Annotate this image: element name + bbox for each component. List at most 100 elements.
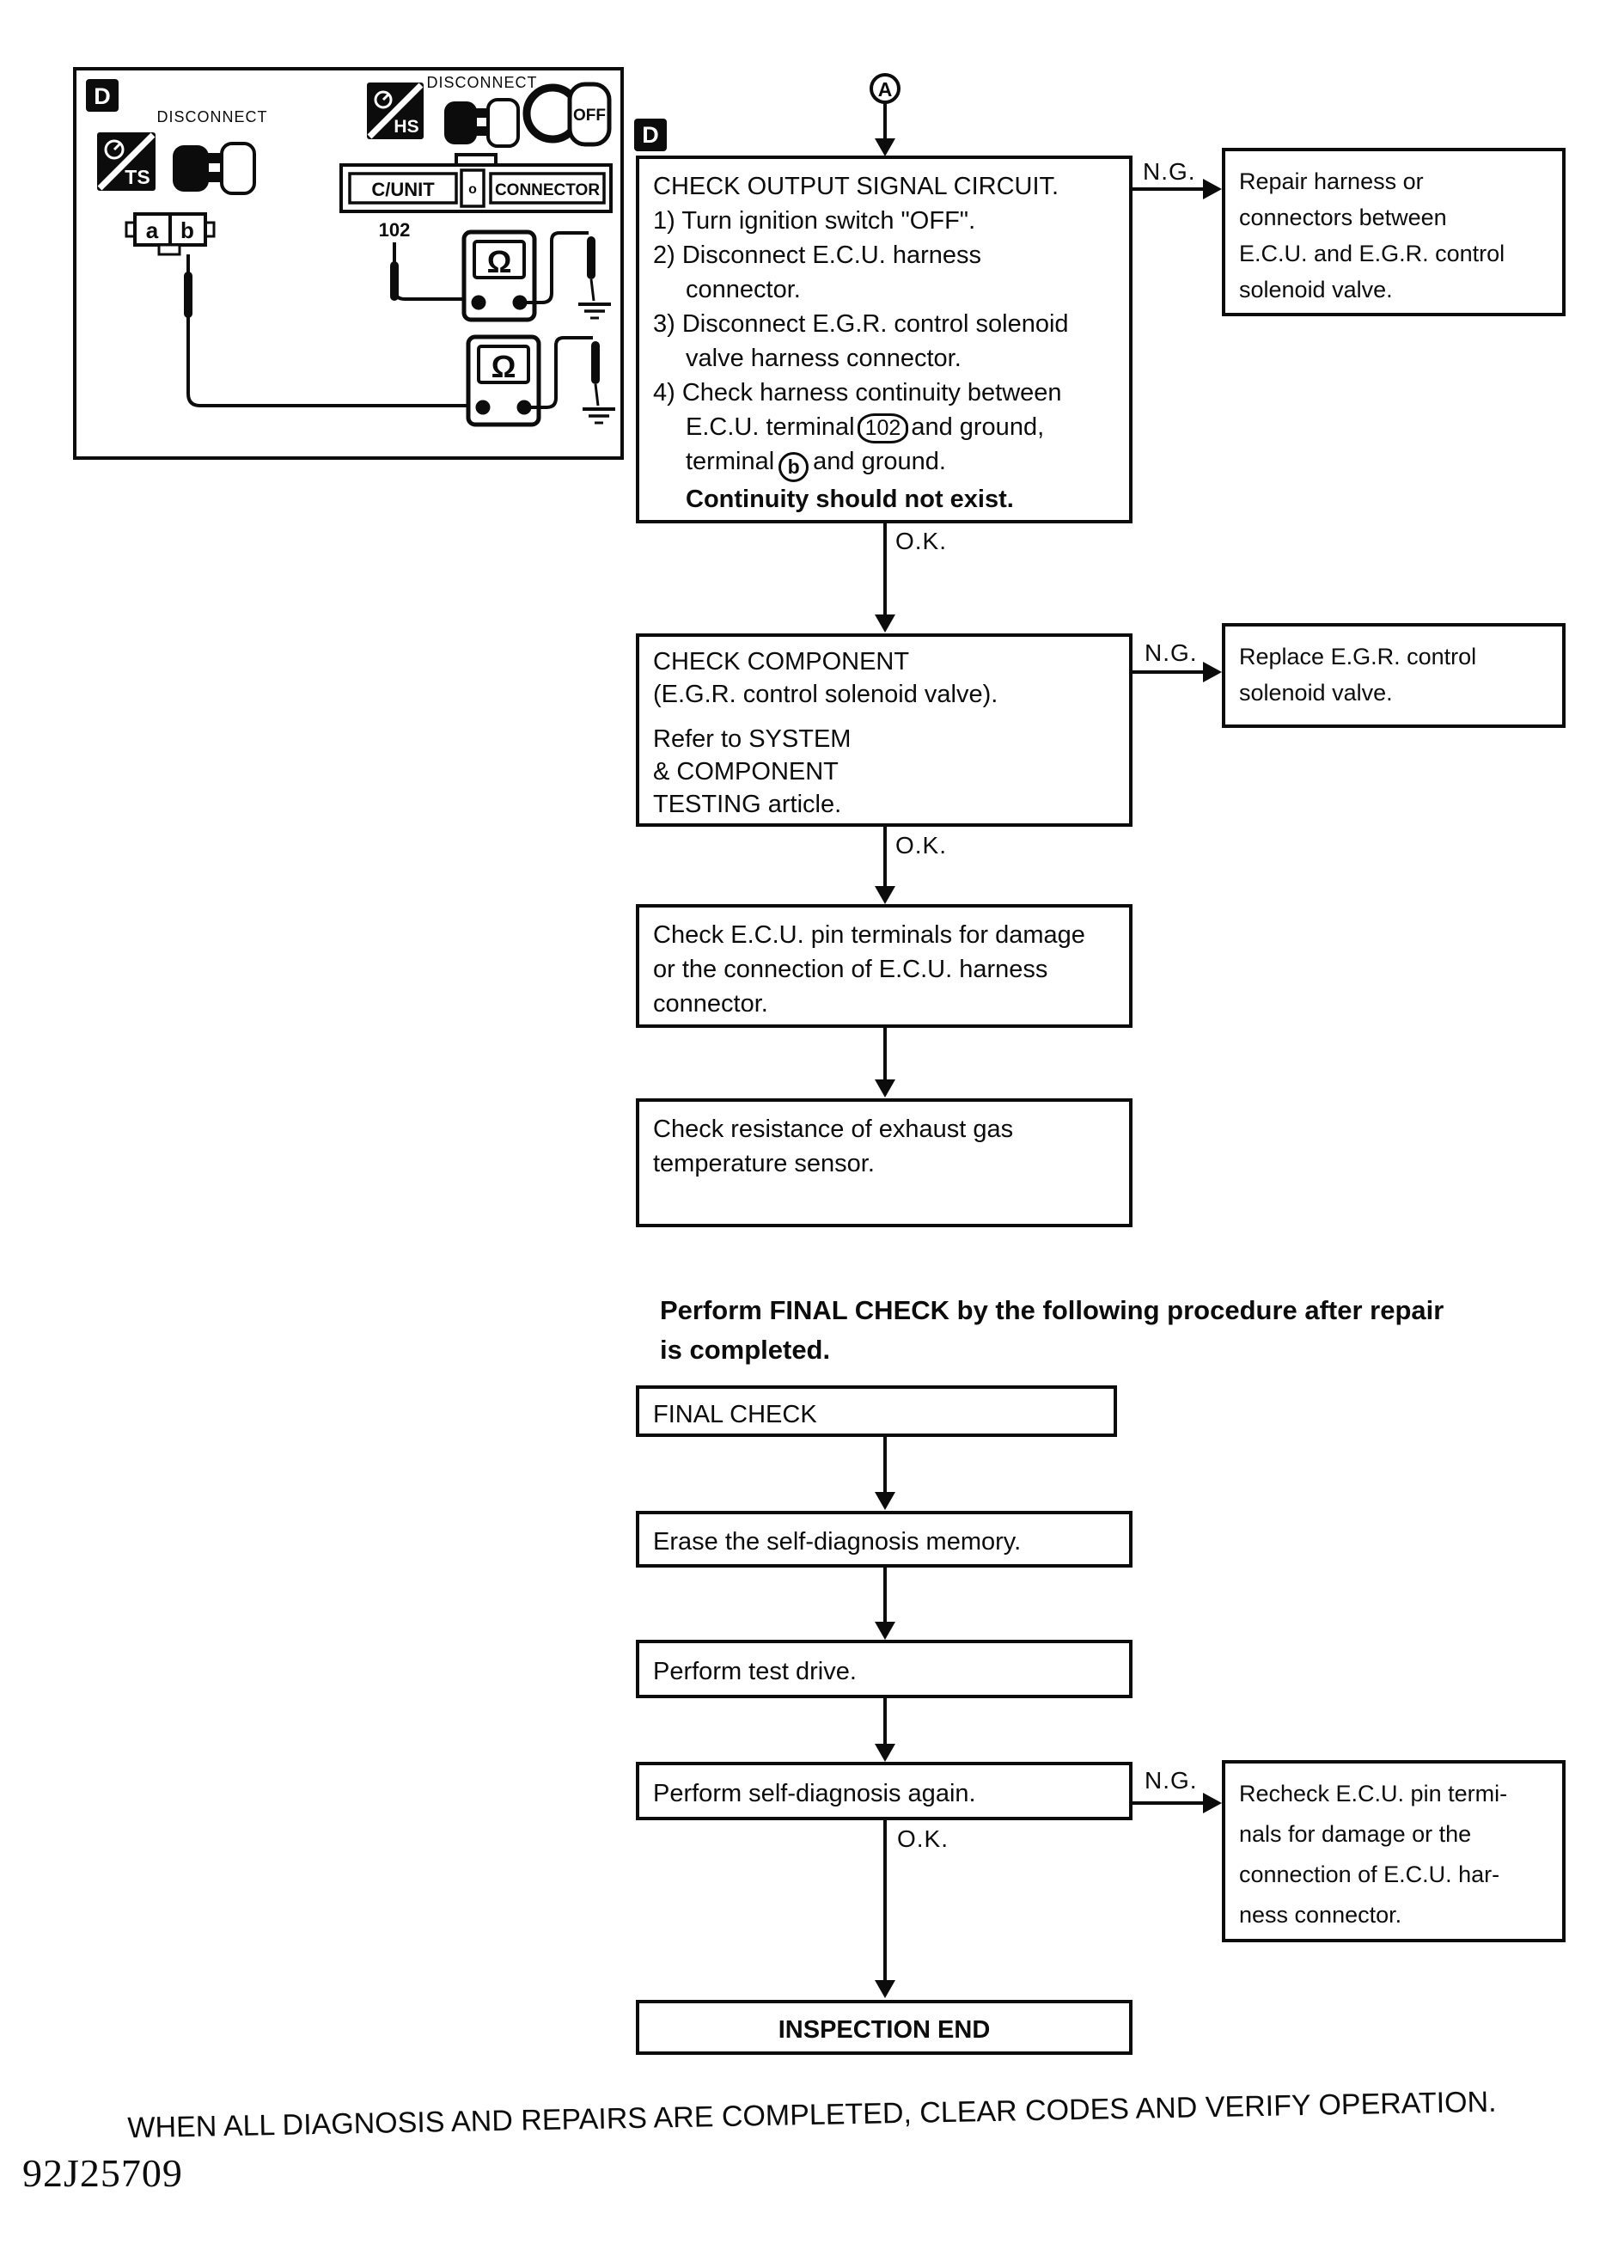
line: Refer to SYSTEM: [653, 725, 852, 753]
ts-label: TS: [125, 166, 150, 188]
flow-box-check-output-signal: CHECK OUTPUT SIGNAL CIRCUIT. 1) Turn ign…: [636, 156, 1133, 523]
probe-wire-b: [186, 254, 473, 407]
ohmmeter-mini-icon: [104, 139, 125, 160]
entry-node-circle: [870, 73, 901, 104]
line: solenoid valve.: [1239, 277, 1393, 303]
connector-label: CONNECTOR: [495, 181, 600, 199]
terminal-b-label: b: [180, 217, 194, 243]
diagram-d-badge-label: D: [94, 83, 111, 109]
figure-id: 92J25709: [22, 2151, 183, 2195]
flow-box-erase-memory: Erase the self-diagnosis memory.: [636, 1511, 1133, 1568]
arrow-head: [875, 1079, 895, 1097]
step-line: valve harness connector.: [686, 345, 962, 372]
flow-box-final-check: FINAL CHECK: [636, 1385, 1117, 1437]
cunit-port-label: o: [468, 182, 477, 197]
ng-label-1: N.G.: [1143, 158, 1196, 185]
arrow-ok3-head: [875, 1980, 895, 1998]
key-off-label: OFF: [573, 107, 606, 125]
step-line: 4) Check harness continuity between: [653, 379, 1062, 407]
terminal-102-marker: 102: [857, 413, 909, 443]
ground-wire-1: [520, 231, 589, 304]
line: Perform FINAL CHECK by the following pro…: [660, 1295, 1444, 1325]
arrow-head: [875, 1622, 895, 1640]
probe-tip: [594, 383, 600, 407]
ohmmeter-2: Ω: [466, 334, 541, 427]
ignition-key-off-icon: OFF: [522, 82, 612, 147]
line: E.C.U. and E.G.R. control: [1239, 241, 1505, 266]
line: nals for damage or the: [1239, 1821, 1472, 1847]
ground-wire-2: [524, 336, 593, 409]
flow-box-check-component: CHECK COMPONENT (E.G.R. control solenoid…: [636, 633, 1133, 827]
line: is completed.: [660, 1335, 831, 1365]
ng-label-3: N.G.: [1145, 1767, 1198, 1794]
arrow-ok1-head: [875, 614, 895, 633]
box-title: CHECK COMPONENT: [653, 648, 910, 676]
line: solenoid valve.: [1239, 680, 1393, 706]
step-line: 1) Turn ignition switch "OFF".: [653, 207, 976, 235]
line: connection of E.C.U. har-: [1239, 1861, 1500, 1887]
arrow-head: [875, 1744, 895, 1762]
line: TESTING article.: [653, 791, 842, 818]
cunit-label: C/UNIT: [371, 179, 435, 200]
flow-step-d-badge: D: [634, 119, 667, 151]
continuity-note: Continuity should not exist.: [686, 486, 1014, 513]
ohmmeter-1: Ω: [461, 229, 537, 322]
disconnect-plug-icon-right: [444, 98, 520, 148]
probe-body: [591, 341, 600, 384]
step-text: E.C.U. terminal: [686, 413, 855, 441]
arrow-head: [875, 1492, 895, 1510]
ng-label-2: N.G.: [1145, 639, 1198, 666]
terminal-102-label: 102: [379, 219, 411, 241]
step-line: 3) Disconnect E.G.R. control solenoid: [653, 310, 1069, 338]
step-line: connector.: [686, 276, 801, 303]
probe-body: [184, 272, 192, 318]
flow-box-check-resistance: Check resistance of exhaust gas temperat…: [636, 1098, 1133, 1227]
line: (E.G.R. control solenoid valve).: [653, 681, 998, 708]
flow-box-recheck-pins: Recheck E.C.U. pin termi- nals for damag…: [1222, 1760, 1566, 1942]
spacer: [653, 711, 1115, 723]
ab-connector: a b: [125, 212, 216, 256]
arrow-entry-head: [875, 138, 895, 156]
tool-mini-icon: [374, 90, 393, 109]
diagram-d-badge: D: [86, 79, 119, 112]
probe-tip: [589, 278, 595, 302]
line: ness connector.: [1239, 1902, 1402, 1928]
disconnect-plug-icon-left: [173, 142, 256, 195]
diagram-art: D DISCONNECT TS DISCONNECT: [73, 67, 624, 460]
hs-tool-icon: HS: [367, 83, 424, 139]
step-text: and ground.: [813, 448, 946, 475]
ok-label-1: O.K.: [895, 528, 948, 554]
entry-node-label: A: [878, 78, 893, 101]
ok-label-2: O.K.: [895, 832, 948, 859]
ok-label-3: O.K.: [897, 1825, 949, 1852]
line: Replace E.G.R. control: [1239, 644, 1477, 669]
flow-box-check-pin-terminals: Check E.C.U. pin terminals for damage or…: [636, 904, 1133, 1028]
footer-note: WHEN ALL DIAGNOSIS AND REPAIRS ARE COMPL…: [127, 2085, 1497, 2145]
cunit-connector-bar: C/UNIT o CONNECTOR: [339, 153, 613, 213]
terminal-a-label: a: [146, 217, 159, 243]
arrow-ng3-head: [1203, 1793, 1222, 1813]
flow-box-replace-valve: Replace E.G.R. control solenoid valve.: [1222, 623, 1566, 728]
line: temperature sensor.: [653, 1150, 875, 1177]
line: Check E.C.U. pin terminals for damage: [653, 921, 1085, 949]
line: connector.: [653, 990, 768, 1018]
ts-tool-icon: TS: [97, 132, 156, 191]
ground-symbol-2: [583, 407, 615, 425]
hs-label: HS: [394, 117, 418, 137]
arrow-ok2-head: [875, 886, 895, 904]
line: Check resistance of exhaust gas: [653, 1116, 1014, 1143]
step-line: 2) Disconnect E.C.U. harness: [653, 241, 981, 269]
step-text: terminal: [686, 448, 775, 475]
flow-box-repair-harness: Repair harness or connectors between E.C…: [1222, 148, 1566, 316]
line: or the connection of E.C.U. harness: [653, 956, 1048, 983]
flow-box-test-drive: Perform test drive.: [636, 1640, 1133, 1698]
probe-body: [587, 236, 595, 279]
final-check-note: Perform FINAL CHECK by the following pro…: [660, 1291, 1592, 1370]
ground-symbol-1: [578, 303, 611, 320]
arrow-ng2-head: [1203, 662, 1222, 682]
test-hookup-diagram: D DISCONNECT TS DISCONNECT: [73, 67, 624, 460]
line: Recheck E.C.U. pin termi-: [1239, 1781, 1508, 1806]
